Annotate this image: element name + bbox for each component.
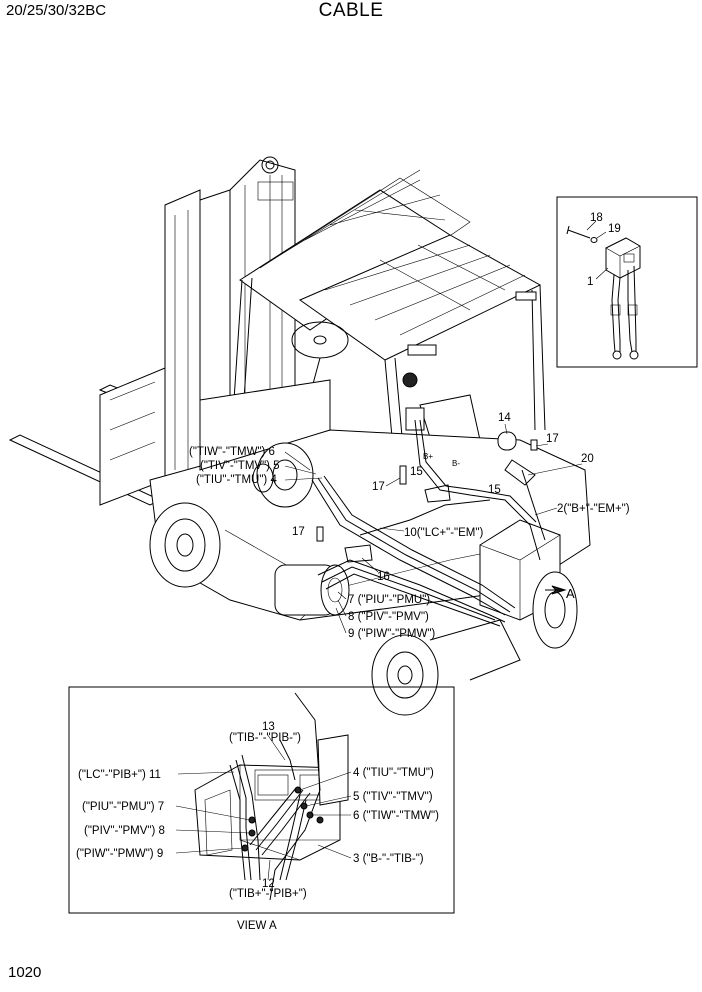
- callout-17-lower: 17: [292, 526, 305, 538]
- label-b-plus: B+: [423, 452, 433, 461]
- callout-6: ("TIW"-"TMW") 6: [189, 446, 275, 458]
- page-title: CABLE: [318, 0, 384, 21]
- view-arrow-label: A: [566, 586, 575, 601]
- callout-20: 20: [581, 453, 594, 465]
- model-number: 20/25/30/32BC: [6, 2, 107, 19]
- view-callout-8: ("PIV"-"PMV") 8: [84, 825, 165, 837]
- callout-14: 14: [498, 412, 511, 424]
- callout-15-lower: 15: [488, 484, 501, 496]
- callout-1: 1: [587, 276, 593, 288]
- callout-8: 8 ("PIV"-"PMV"): [348, 611, 429, 623]
- page-number: 1020: [8, 964, 42, 981]
- view-callout-9: ("PIW"-"PMW") 9: [76, 848, 163, 860]
- view-callout-6: 6 ("TIW"-"TMW"): [353, 810, 439, 822]
- view-callout-13-number: 13: [262, 721, 275, 733]
- view-callout-7: ("PIU"-"PMU") 7: [82, 801, 164, 813]
- callout-17-middle: 17: [372, 481, 385, 493]
- view-callout-13: ("TIB-"-"PIB-"): [229, 732, 301, 744]
- view-callout-12-number: 12: [262, 878, 275, 890]
- view-callout-3: 3 ("B-"-"TIB-"): [353, 853, 424, 865]
- callout-18: 18: [590, 212, 603, 224]
- label-b-minus: B-: [452, 459, 460, 468]
- callout-7: 7 ("PIU"-"PMU"): [348, 594, 430, 606]
- callout-9: 9 ("PIW"-"PMW"): [348, 628, 435, 640]
- callout-16: 16: [377, 571, 390, 583]
- callout-17-upper: 17: [546, 433, 559, 445]
- forklift-illustration: [8, 156, 591, 716]
- view-callout-11: ("LC"-"PIB+") 11: [78, 769, 161, 781]
- view-callout-5: 5 ("TIV"-"TMV"): [353, 791, 433, 803]
- callout-4: ("TIU"-"TMU") 4: [196, 474, 277, 486]
- connector-detail-inset: 18 19 1: [556, 196, 698, 368]
- main-callouts: 14 17 20 ("TIW"-"TMW") 6 ("TIV"-"TMV") 5…: [189, 412, 630, 640]
- view-a-callouts: 13 ("TIB-"-"PIB-") ("LC"-"PIB+") 11 4 ("…: [76, 721, 439, 900]
- view-a-label: VIEW A: [237, 920, 277, 932]
- callout-19: 19: [608, 223, 621, 235]
- cable-routes: [311, 419, 546, 627]
- callout-15-upper: 15: [410, 466, 423, 478]
- view-callout-12: ("TIB+"-"PIB+"): [229, 888, 307, 900]
- callout-5: ("TIV"-"TMV") 5: [200, 460, 280, 472]
- callout-2: 2("B+"-"EM+"): [557, 503, 630, 515]
- view-callout-4: 4 ("TIU"-"TMU"): [353, 767, 434, 779]
- callout-10: 10("LC+"-"EM"): [404, 527, 483, 539]
